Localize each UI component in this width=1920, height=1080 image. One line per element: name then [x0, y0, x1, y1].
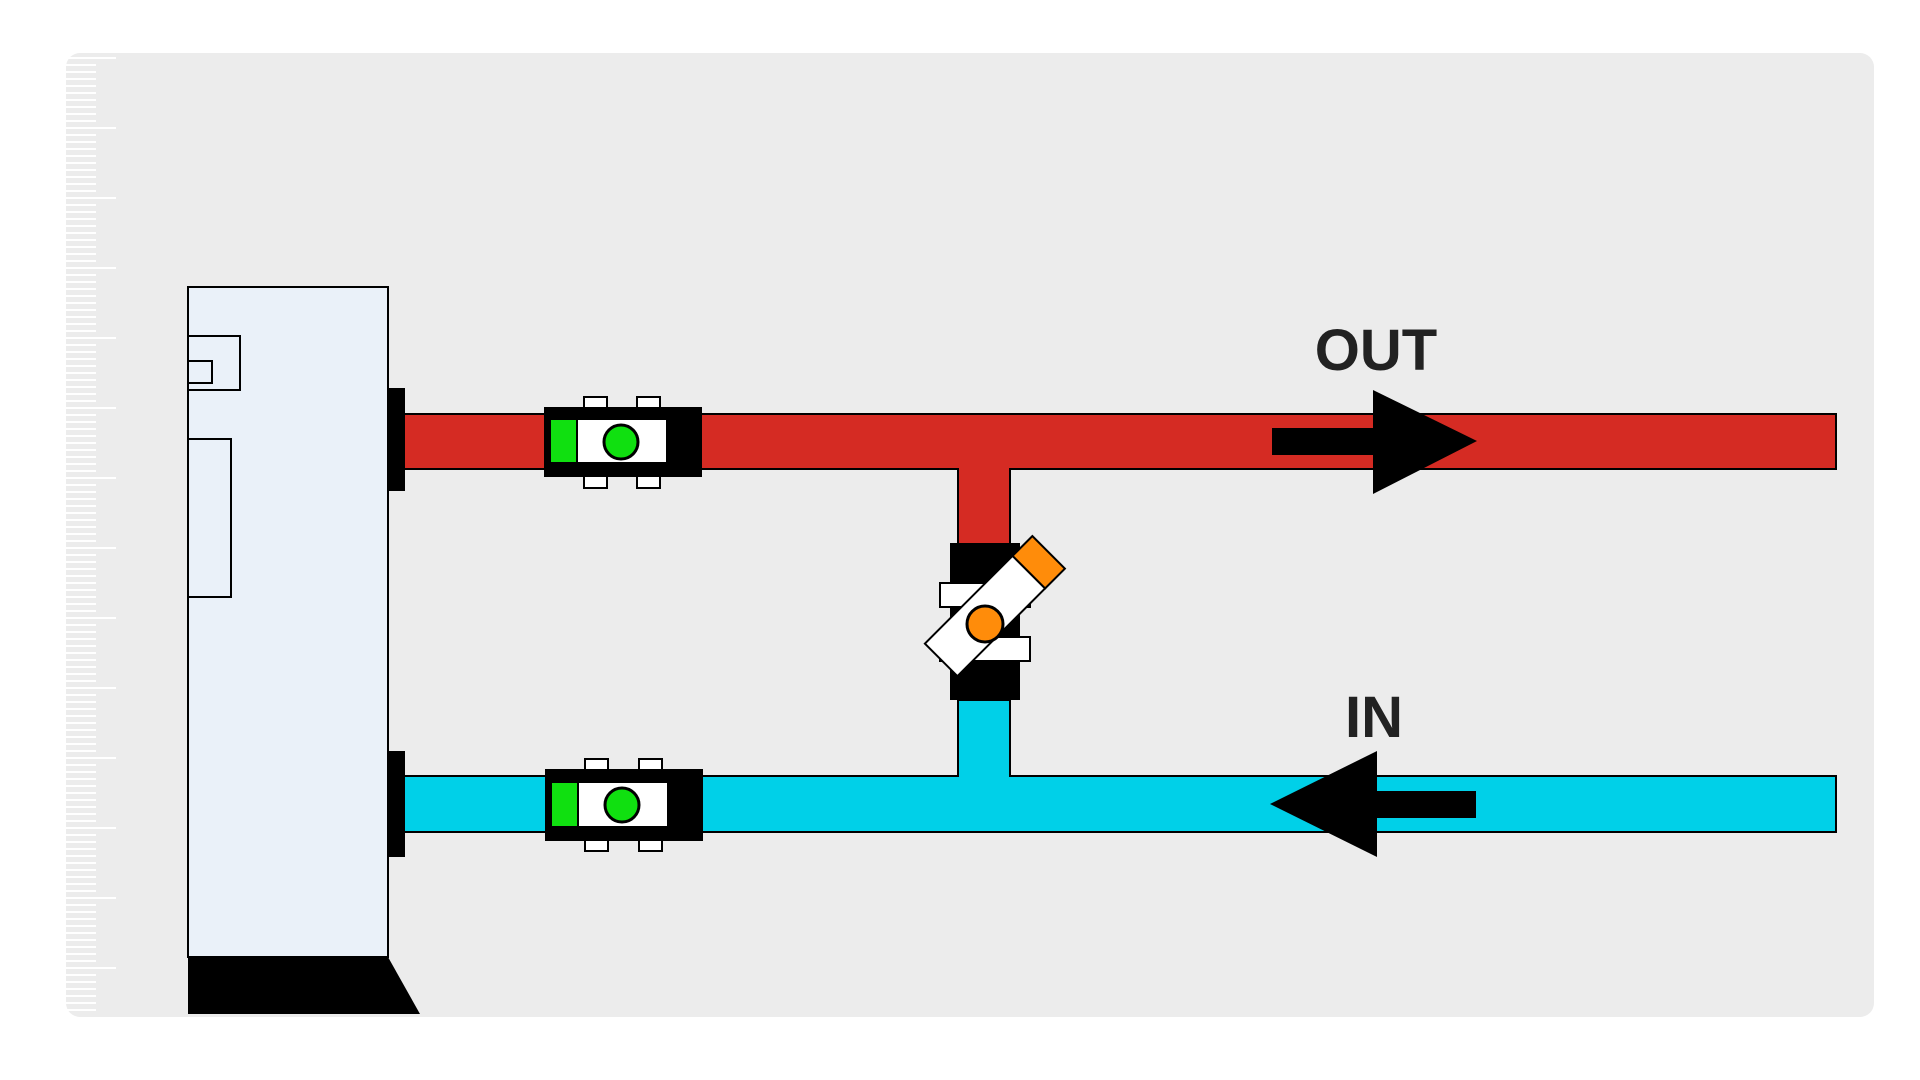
boiler-base	[188, 957, 420, 1014]
in-flow-arrow	[1270, 751, 1476, 857]
boiler-unit[interactable]	[187, 286, 420, 1014]
supply-connector	[388, 388, 405, 491]
supply-ball-valve[interactable]	[544, 396, 702, 489]
return-valve-handle-indicator[interactable]	[550, 781, 579, 828]
boiler-control-button[interactable]	[187, 360, 213, 384]
supply-valve-handle-indicator[interactable]	[549, 418, 578, 464]
return-connector	[388, 751, 405, 857]
bypass-valve-stem	[965, 604, 1005, 644]
bypass-ball-valve[interactable]	[923, 534, 1067, 700]
out-label: OUT	[1315, 318, 1437, 383]
boiler-display-panel	[187, 438, 232, 598]
out-flow-arrow	[1272, 390, 1477, 494]
in-label: IN	[1345, 685, 1403, 750]
bypass-valve-handle-indicator[interactable]	[1011, 534, 1067, 590]
return-valve-stem	[603, 786, 641, 824]
boiler-body	[187, 286, 389, 958]
ruler-ticks	[66, 57, 116, 1011]
return-ball-valve[interactable]	[545, 758, 703, 852]
supply-valve-stem	[602, 423, 640, 461]
return-pipe	[401, 699, 1837, 833]
